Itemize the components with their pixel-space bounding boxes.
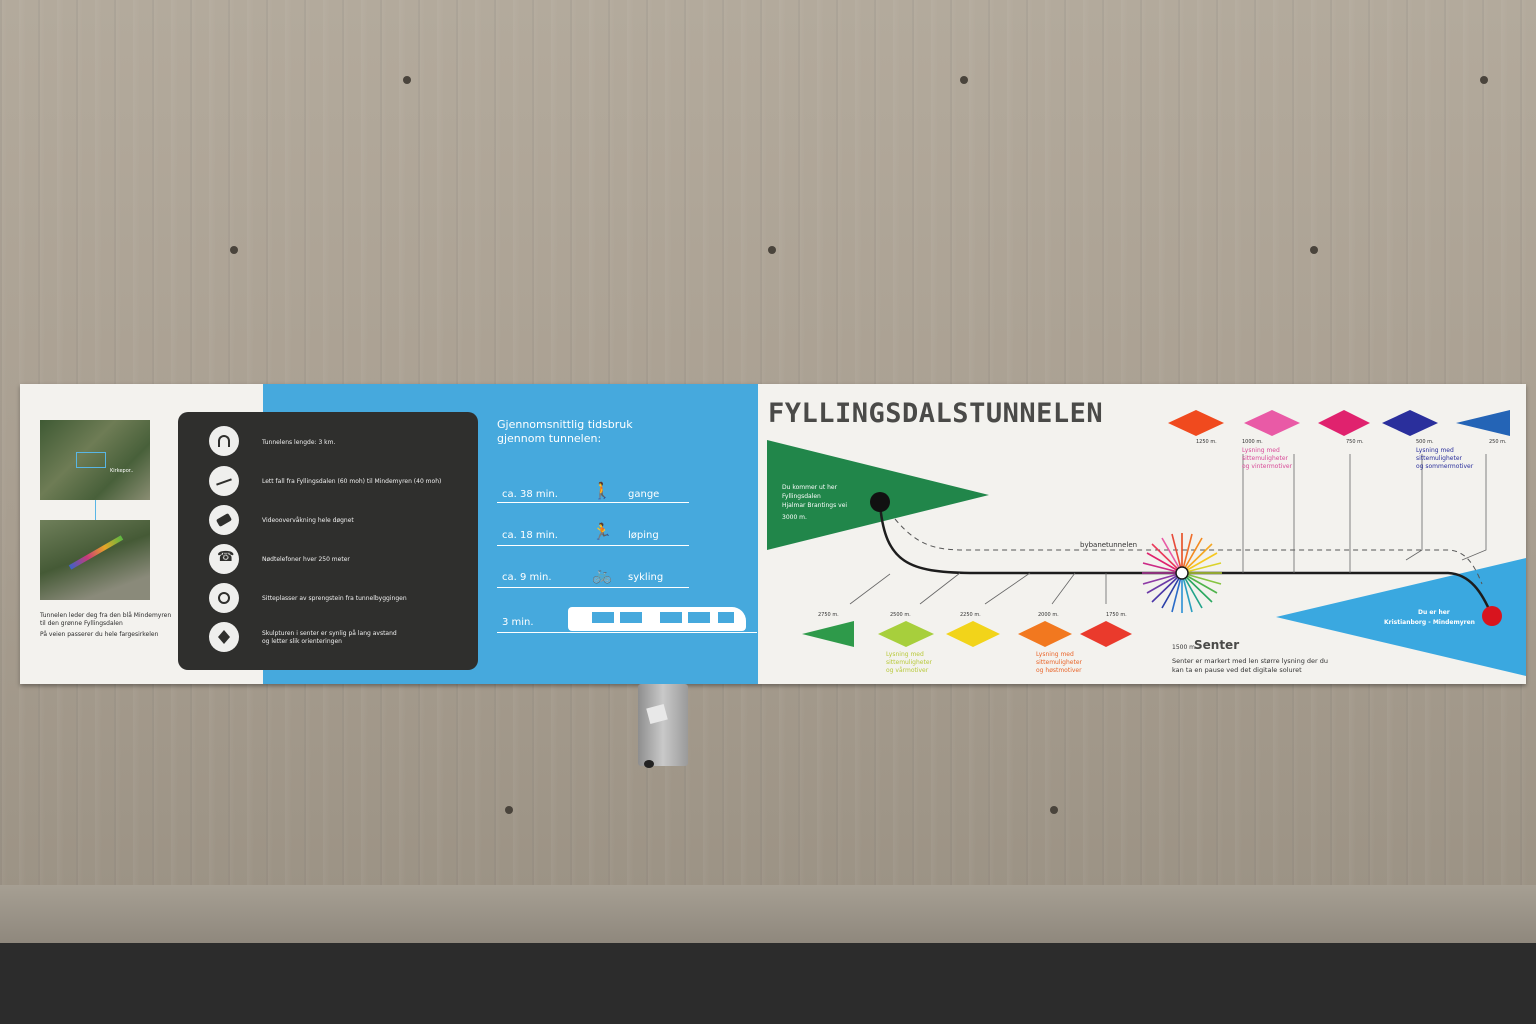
marker-750-label: 750 m. <box>1346 439 1364 445</box>
travel-mode-run: løping <box>628 530 659 541</box>
bybane-label: bybanetunnelen <box>1080 541 1138 549</box>
travel-mode-bike: sykling <box>628 572 664 583</box>
fact-sculpture: Skulpturen i senter er synlig på lang av… <box>262 630 397 637</box>
road <box>0 943 1536 1024</box>
tram-icon <box>568 607 746 631</box>
cycling-icon: 🚲 <box>592 565 612 584</box>
summer-note-3: og sommermotiver <box>1416 463 1474 470</box>
tunnel-route-diagram <box>849 454 1502 626</box>
fact-slope: Lett fall fra Fyllingsdalen (60 moh) til… <box>262 478 442 485</box>
start-text-1: Du kommer ut her <box>782 484 838 491</box>
marker-1750-label: 1750 m. <box>1106 612 1127 618</box>
wall-hole <box>505 806 513 814</box>
left-text-2: til den grønne Fyllingsdalen <box>40 620 123 627</box>
end-text-2: Kristianborg - Mindemyren <box>1384 619 1475 626</box>
marker-250-label: 250 m. <box>1489 439 1507 445</box>
marker-500-label: 500 m. <box>1416 439 1434 445</box>
stone-icon <box>209 583 239 613</box>
fact-phone: Nødtelefoner hver 250 meter <box>262 556 350 563</box>
travel-time-walk: ca. 38 min. <box>502 489 558 500</box>
fact-length: Tunnelens lengde: 3 km. <box>262 439 336 446</box>
divider <box>497 502 689 503</box>
phone-icon: ☎ <box>209 544 239 574</box>
walking-icon: 🚶 <box>592 481 612 500</box>
map-label: Kirkepor.. <box>110 468 134 474</box>
wall-hole <box>960 76 968 84</box>
start-text-4: 3000 m. <box>782 514 807 521</box>
tunnel-title: FYLLINGSDALSTUNNELEN <box>768 398 1104 429</box>
marker-1000-label: 1000 m. <box>1242 439 1263 445</box>
center-marker <box>1175 566 1189 580</box>
travel-heading-1: Gjennomsnittlig tidsbruk <box>497 418 633 431</box>
fact-seats: Sitteplasser av sprengstein fra tunnelby… <box>262 595 407 602</box>
winter-note-3: og vintermotiver <box>1242 463 1293 470</box>
walking-route-line <box>878 503 1494 617</box>
left-text-1: Tunnelen leder deg fra den blå Mindemyre… <box>40 612 172 619</box>
center-desc-1: Senter er markert med len større lysning… <box>1172 657 1329 665</box>
travel-time-tram: 3 min. <box>502 617 534 628</box>
winter-note-2: sittemuligheter <box>1242 455 1288 462</box>
camera-icon <box>209 505 239 535</box>
autumn-note-2: sittemuligheter <box>1036 659 1082 666</box>
spring-note-2: sittemuligheter <box>886 659 932 666</box>
leader-lines <box>849 454 1487 605</box>
running-icon: 🏃 <box>592 522 612 541</box>
start-text-3: Hjalmar Brantings vei <box>782 502 848 509</box>
wall-hole <box>1480 76 1488 84</box>
winter-note-1: Lysning med <box>1242 447 1280 454</box>
summer-note-2: sittemuligheter <box>1416 455 1462 462</box>
wall-hole <box>403 76 411 84</box>
you-are-here-marker <box>1482 606 1502 626</box>
divider <box>497 632 757 633</box>
spring-note-3: og vårmotiver <box>886 667 929 674</box>
trash-bin <box>638 684 688 768</box>
center-desc-2: kan ta en pause ved det digitale soluret <box>1172 666 1302 674</box>
travel-time-run: ca. 18 min. <box>502 530 558 541</box>
wall-hole <box>1050 806 1058 814</box>
map-connector-line <box>95 500 96 522</box>
bybane-tunnel-line <box>894 518 1483 585</box>
sculpture-icon <box>209 622 239 652</box>
start-point-marker <box>870 492 890 512</box>
aerial-map-top: Kirkepor.. <box>40 420 150 500</box>
slope-icon <box>209 466 239 496</box>
marker-2000-label: 2000 m. <box>1038 612 1059 618</box>
tunnel-icon <box>209 426 239 456</box>
fact-video: Videoovervåkning hele døgnet <box>262 517 354 524</box>
left-text-3: På veien passerer du hele fargesirkelen <box>40 631 159 638</box>
summer-note-1: Lysning med <box>1416 447 1454 454</box>
aerial-map-bottom <box>40 520 150 600</box>
travel-mode-walk: gange <box>628 489 660 500</box>
travel-time-bike: ca. 9 min. <box>502 572 552 583</box>
autumn-note-1: Lysning med <box>1036 651 1074 658</box>
autumn-note-3: og høstmotiver <box>1036 667 1082 674</box>
wall-hole <box>1310 246 1318 254</box>
wall-hole <box>230 246 238 254</box>
sidewalk-curb <box>0 885 1536 943</box>
travel-heading-2: gjennom tunnelen: <box>497 432 602 445</box>
divider <box>497 587 689 588</box>
wall-hole <box>768 246 776 254</box>
marker-1250-label: 1250 m. <box>1196 439 1217 445</box>
center-label: Senter <box>1194 638 1240 652</box>
start-text-2: Fyllingsdalen <box>782 493 821 500</box>
marker-2750-label: 2750 m. <box>818 612 839 618</box>
marker-2250-label: 2250 m. <box>960 612 981 618</box>
end-text-1: Du er her <box>1418 609 1450 616</box>
divider <box>497 545 689 546</box>
fact-sculpture-cont: og letter slik orienteringen <box>262 638 342 645</box>
spring-note-1: Lysning med <box>886 651 924 658</box>
center-distance: 1500 m. <box>1172 644 1197 651</box>
marker-2500-label: 2500 m. <box>890 612 911 618</box>
